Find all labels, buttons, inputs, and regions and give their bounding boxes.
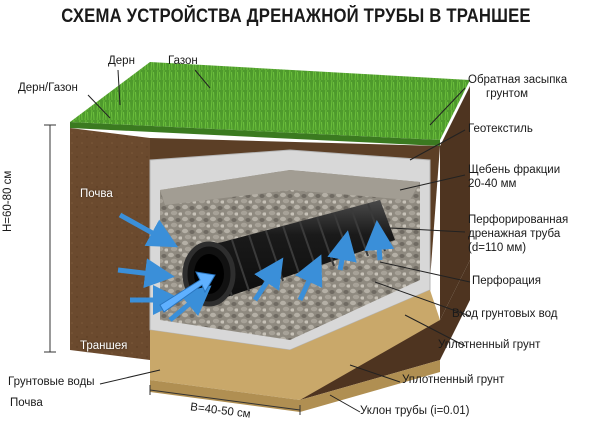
label-compacted-2: Уплотненный грунт: [402, 374, 505, 386]
label-backfill-1: Обратная засыпка: [468, 74, 568, 86]
label-pipe-3: (d=110 мм): [468, 242, 527, 254]
label-dern: Дерн: [108, 55, 135, 67]
water-inflow-arrows: [117, 212, 395, 322]
label-compacted-1: Уплотненный грунт: [438, 339, 541, 351]
label-soil-bottom: Почва: [10, 397, 43, 409]
label-trench: Траншея: [80, 340, 128, 352]
label-gravel-2: 20-40 мм: [468, 178, 517, 190]
compacted-soil-layer: [150, 290, 440, 400]
label-backfill-2: грунтом: [486, 88, 529, 100]
grass-surface: [70, 62, 470, 140]
label-groundwater: Грунтовые воды: [8, 376, 95, 388]
soil-right: [440, 86, 470, 320]
label-water-inlet: Вход грунтовых вод: [452, 308, 558, 320]
label-dern-gazon: Дерн/Газон: [18, 82, 78, 94]
soil-front-left: [70, 128, 150, 360]
label-perforation: Перфорация: [472, 275, 541, 287]
label-height-dimension: Н=60-80 см: [2, 170, 14, 232]
diagram-title: СХЕМА УСТРОЙСТВА ДРЕНАЖНОЙ ТРУБЫ В ТРАНШ…: [61, 6, 531, 27]
label-gravel-1: Щебень фракции: [468, 164, 561, 176]
label-pipe-1: Перфорированная: [468, 214, 569, 226]
label-gazon: Газон: [168, 55, 198, 67]
label-pipe-2: дренажная труба: [468, 228, 561, 240]
label-soil-inner: Почва: [80, 188, 113, 200]
label-slope: Уклон трубы (i=0.01): [360, 405, 470, 417]
drainage-pipe: [200, 200, 395, 300]
label-geotextile: Геотекстиль: [468, 123, 533, 135]
